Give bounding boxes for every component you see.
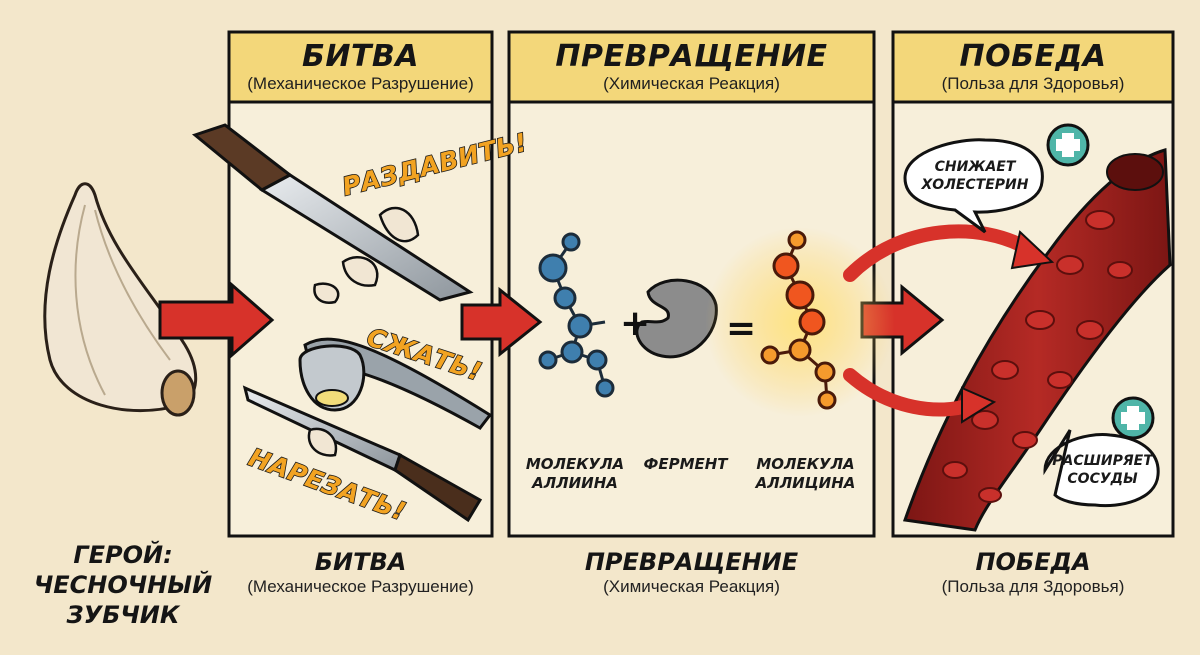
- garlic-pieces-icon: [307, 206, 420, 457]
- battle-caption-subtitle: (Механическое Разрушение): [247, 577, 474, 596]
- curved-arrow-bottom-icon: [843, 368, 997, 424]
- victory-title: ПОБЕДА: [959, 39, 1107, 74]
- equals-sign: =: [726, 308, 756, 349]
- transform-title: ПРЕВРАЩЕНИЕ: [555, 39, 828, 74]
- blood-vessel-icon: [902, 148, 1172, 532]
- battle-title: БИТВА: [301, 39, 420, 74]
- battle-caption-title: БИТВА: [314, 548, 407, 576]
- health-cross-icon: [1046, 123, 1090, 167]
- transform-caption: ПРЕВРАЩЕНИЕ (Химическая Реакция): [509, 548, 874, 598]
- vessels-text: РАСШИРЯЕТ СОСУДЫ: [1050, 452, 1155, 488]
- cholesterol-line2: ХОЛЕСТЕРИН: [921, 177, 1029, 193]
- allicin-label-line1: МОЛЕКУЛА: [756, 455, 855, 473]
- alliin-label: МОЛЕКУЛА АЛЛИИНА: [515, 455, 635, 493]
- alliin-molecule-icon: [538, 232, 615, 398]
- enzyme-label: ФЕРМЕНТ: [633, 455, 738, 474]
- victory-subtitle: (Польза для Здоровья): [941, 74, 1125, 93]
- garlic-clove-icon: [43, 182, 198, 417]
- transform-subtitle: (Химическая Реакция): [603, 74, 780, 93]
- alliin-label-line2: АЛЛИИНА: [532, 474, 618, 492]
- battle-caption: БИТВА (Механическое Разрушение): [229, 548, 492, 598]
- battle-header: БИТВА (Механическое Разрушение): [229, 40, 492, 94]
- transform-header: ПРЕВРАЩЕНИЕ (Химическая Реакция): [509, 40, 874, 94]
- arrow-1-icon: [158, 281, 275, 359]
- hero-label: ГЕРОЙ: ЧЕСНОЧНЫЙ ЗУБЧИК: [28, 540, 218, 630]
- plus-icon: +: [620, 303, 650, 344]
- allicin-label: МОЛЕКУЛА АЛЛИЦИНА: [748, 455, 863, 493]
- curved-arrow-top-icon: [843, 224, 1055, 282]
- vessels-line2: СОСУДЫ: [1067, 471, 1138, 487]
- victory-header: ПОБЕДА (Польза для Здоровья): [893, 40, 1173, 94]
- plus-sign: +: [620, 303, 650, 344]
- victory-caption-title: ПОБЕДА: [975, 548, 1091, 576]
- enzyme-icon: [635, 278, 718, 359]
- battle-subtitle: (Механическое Разрушение): [247, 74, 474, 93]
- hero-line3: ЗУБЧИК: [66, 601, 180, 629]
- victory-caption-subtitle: (Польза для Здоровья): [941, 577, 1125, 596]
- alliin-label-line1: МОЛЕКУЛА: [525, 455, 625, 473]
- allicin-molecule-icon: [760, 230, 837, 410]
- equals-icon: =: [726, 308, 756, 349]
- transform-caption-title: ПРЕВРАЩЕНИЕ: [584, 548, 799, 576]
- speech-bubble-vessels: [1043, 429, 1160, 508]
- allicin-label-line2: АЛЛИЦИНА: [755, 474, 856, 492]
- transform-caption-subtitle: (Химическая Реакция): [603, 577, 780, 596]
- arrow-2-icon: [460, 286, 543, 358]
- cholesterol-text: СНИЖАЕТ ХОЛЕСТЕРИН: [910, 158, 1040, 194]
- hero-line1: ГЕРОЙ:: [73, 541, 173, 569]
- hero-line2: ЧЕСНОЧНЫЙ: [33, 571, 213, 599]
- garlic-press-icon: [298, 337, 493, 430]
- enzyme-label-line1: ФЕРМЕНТ: [643, 455, 728, 473]
- health-cross-icon: [1111, 396, 1155, 440]
- vessels-line1: РАСШИРЯЕТ: [1052, 453, 1153, 469]
- cholesterol-line1: СНИЖАЕТ: [934, 159, 1016, 175]
- victory-caption: ПОБЕДА (Польза для Здоровья): [893, 548, 1173, 598]
- knife-icon: [191, 123, 474, 302]
- speech-bubble-cholesterol: [903, 138, 1044, 234]
